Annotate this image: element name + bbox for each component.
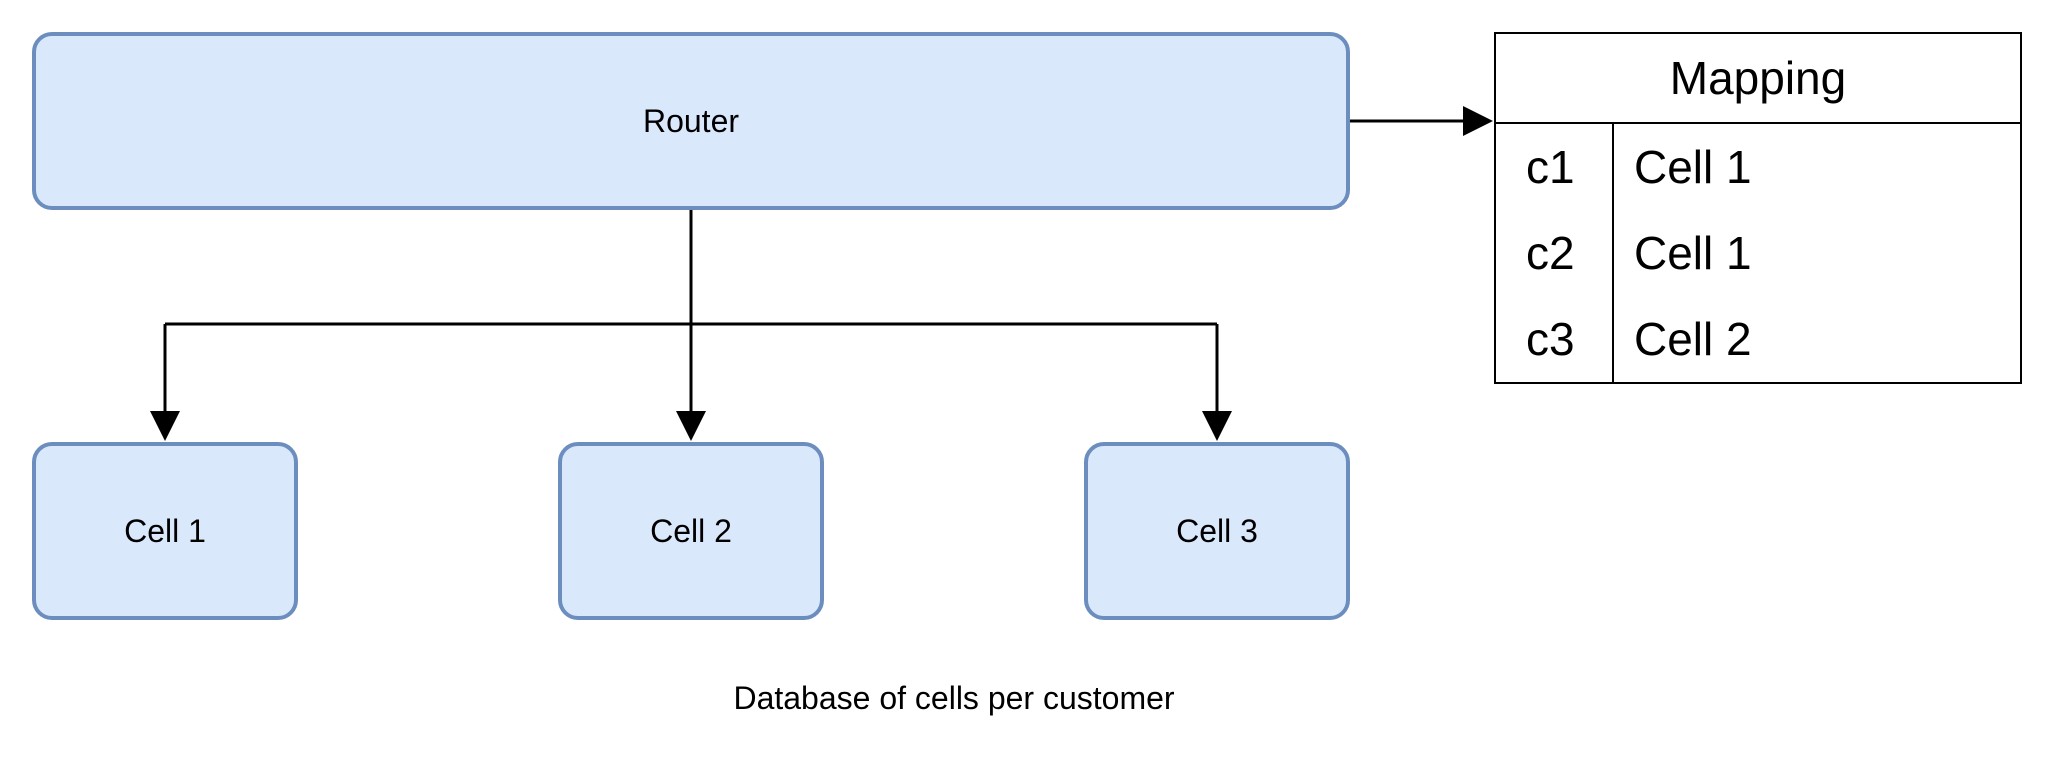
mapping-key: c1 bbox=[1526, 141, 1575, 193]
cell-3-node[interactable]: Cell 3 bbox=[1084, 442, 1350, 620]
mapping-title: Mapping bbox=[1496, 34, 2020, 124]
mapping-value: Cell 1 bbox=[1634, 227, 1752, 279]
router-label: Router bbox=[642, 102, 740, 139]
mapping-key: c2 bbox=[1526, 227, 1575, 279]
mapping-key: c3 bbox=[1526, 313, 1575, 365]
cell-1-node[interactable]: Cell 1 bbox=[32, 442, 298, 620]
diagram-caption: Database of cells per customer bbox=[733, 680, 1175, 716]
mapping-table[interactable]: Mapping c1 Cell 1 c2 Cell 1 c3 Cell 2 bbox=[1494, 32, 2022, 384]
cell-2-node[interactable]: Cell 2 bbox=[558, 442, 824, 620]
mapping-row[interactable]: c2 Cell 1 bbox=[1496, 210, 2020, 296]
mapping-row[interactable]: c3 Cell 2 bbox=[1496, 296, 2020, 382]
cell-2-label: Cell 2 bbox=[650, 512, 732, 549]
mapping-value: Cell 2 bbox=[1634, 313, 1752, 365]
router-node[interactable]: Router bbox=[32, 32, 1350, 210]
cell-3-label: Cell 3 bbox=[1176, 512, 1258, 549]
mapping-rows: c1 Cell 1 c2 Cell 1 c3 Cell 2 bbox=[1496, 124, 2020, 384]
mapping-row[interactable]: c1 Cell 1 bbox=[1496, 124, 2020, 210]
cell-1-label: Cell 1 bbox=[124, 512, 206, 549]
mapping-column-divider bbox=[1612, 124, 1614, 384]
mapping-value: Cell 1 bbox=[1634, 141, 1752, 193]
